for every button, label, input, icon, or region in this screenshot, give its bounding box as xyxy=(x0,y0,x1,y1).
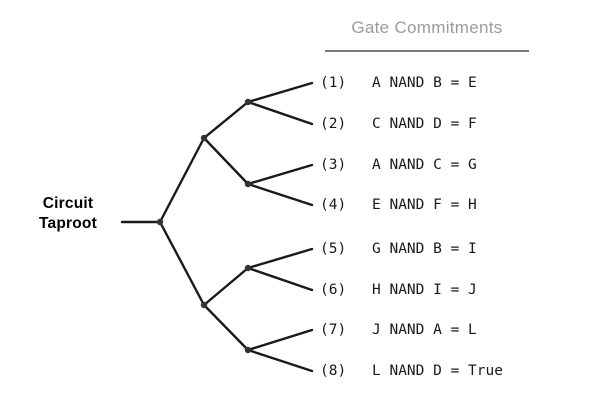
gate-index: (3) xyxy=(320,157,347,173)
gate-expression: L NAND D = True xyxy=(372,363,503,379)
gate-expression: A NAND C = G xyxy=(372,157,477,173)
leaf-edge-5 xyxy=(246,247,314,270)
gate-index: (8) xyxy=(320,363,347,379)
gate-expression: G NAND B = I xyxy=(372,241,477,257)
tree-node-branch-0 xyxy=(200,134,208,142)
leaf-edge-8 xyxy=(246,348,314,373)
tree-node-leaf-parent-1 xyxy=(244,180,252,188)
panel-title: Gate Commitments xyxy=(351,18,503,37)
gate-index: (5) xyxy=(320,241,347,257)
gate-index: (2) xyxy=(320,116,347,132)
gate-row: (3) A NAND C = G xyxy=(320,154,477,176)
root-label: Circuit Taproot xyxy=(18,194,118,234)
gate-row: (6) H NAND I = J xyxy=(320,279,477,301)
subbranch-edge-1 xyxy=(202,136,250,186)
gate-row: (1) A NAND B = E xyxy=(320,72,477,94)
leaf-edge-1 xyxy=(246,81,314,104)
root-label-line2: Taproot xyxy=(39,215,97,232)
leaf-edge-2 xyxy=(246,100,314,126)
gate-index: (7) xyxy=(320,322,347,338)
root-label-line1: Circuit xyxy=(42,195,94,212)
subbranch-edge-3 xyxy=(202,303,250,352)
gate-row: (4) E NAND F = H xyxy=(320,194,477,216)
leaf-edge-4 xyxy=(246,182,314,207)
leaf-edge-6 xyxy=(246,266,314,292)
tree-edges xyxy=(120,81,314,373)
branch-edge-0 xyxy=(158,136,206,224)
gate-index: (1) xyxy=(320,75,347,91)
gate-row: (7) J NAND A = L xyxy=(320,319,477,341)
gate-row: (8) L NAND D = True xyxy=(320,360,503,382)
panel-title-underline xyxy=(325,50,529,52)
gate-index: (4) xyxy=(320,197,347,213)
gate-expression: J NAND A = L xyxy=(372,322,477,338)
tree-node-root xyxy=(156,218,164,226)
tree-node-leaf-parent-3 xyxy=(244,346,252,354)
gate-row: (5) G NAND B = I xyxy=(320,238,477,260)
gate-index: (6) xyxy=(320,282,347,298)
tree-nodes xyxy=(156,98,252,354)
gate-row: (2) C NAND D = F xyxy=(320,113,477,135)
leaf-edge-3 xyxy=(246,163,314,186)
branch-edge-1 xyxy=(158,220,206,307)
gate-expression: C NAND D = F xyxy=(372,116,477,132)
subbranch-edge-0 xyxy=(202,100,250,140)
gate-expression: E NAND F = H xyxy=(372,197,477,213)
gate-expression: A NAND B = E xyxy=(372,75,477,91)
gate-expression: H NAND I = J xyxy=(372,282,477,298)
tree-node-leaf-parent-2 xyxy=(244,264,252,272)
subbranch-edge-2 xyxy=(202,266,250,307)
tree-node-leaf-parent-0 xyxy=(244,98,252,106)
leaf-edge-7 xyxy=(246,328,314,352)
tree-node-branch-1 xyxy=(200,301,208,309)
